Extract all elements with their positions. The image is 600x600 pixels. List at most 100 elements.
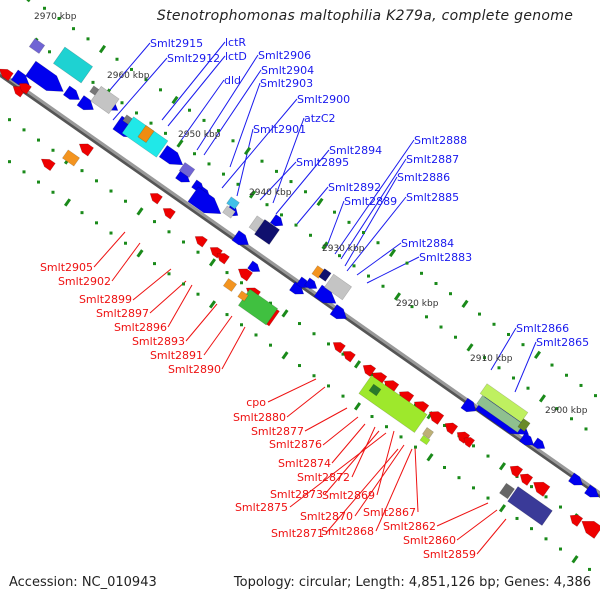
gene-label-reverse[interactable]: Smlt2880	[233, 411, 286, 424]
tick-mark	[240, 323, 243, 327]
tick-mark	[594, 394, 597, 398]
gene-label-forward[interactable]: Smlt2903	[260, 77, 313, 90]
gene-label-reverse[interactable]: Smlt2870	[300, 510, 353, 523]
tick-mark	[559, 505, 562, 509]
gene-label-reverse[interactable]: Smlt2876	[269, 438, 322, 451]
tick-mark	[478, 312, 481, 316]
tick-mark	[486, 454, 490, 458]
gene-label-forward[interactable]: Smlt2900	[297, 93, 350, 106]
gene-label-forward[interactable]: Smlt2901	[253, 123, 306, 136]
gene-label-reverse[interactable]: Smlt2872	[297, 471, 350, 484]
gene-label-reverse[interactable]: Smlt2859	[423, 548, 476, 561]
tick-mark	[454, 335, 457, 339]
tick-mark	[275, 169, 278, 173]
gene-label-reverse[interactable]: Smlt2871	[271, 527, 324, 540]
tick-mark	[260, 159, 264, 163]
tick-mark	[182, 282, 185, 286]
tick-mark	[269, 343, 272, 347]
gene-label-reverse[interactable]: Smlt2874	[278, 457, 331, 470]
forward-gene	[568, 472, 584, 486]
leader-line	[356, 242, 402, 276]
gene-label-forward[interactable]: atzC2	[304, 112, 336, 125]
gene-label-forward[interactable]: Smlt2892	[328, 181, 381, 194]
gene-label-forward[interactable]: Smlt2906	[258, 49, 311, 62]
leader-line	[351, 426, 376, 478]
gene-label-reverse[interactable]: Smlt2893	[132, 335, 185, 348]
gene-label-forward[interactable]: Smlt2888	[414, 134, 467, 147]
forward-gene	[269, 214, 284, 227]
reverse-gene	[149, 193, 163, 205]
leader-line	[326, 200, 345, 247]
tick-mark	[298, 364, 301, 368]
leader-line	[185, 303, 218, 342]
gene-label-forward[interactable]: lctD	[225, 50, 247, 63]
gene-label-reverse[interactable]: Smlt2875	[235, 501, 288, 514]
tick-mark	[353, 360, 362, 369]
tick-mark	[550, 363, 554, 367]
gene-block	[137, 124, 155, 144]
leader-line	[229, 82, 261, 168]
gene-label-reverse[interactable]: cpo	[246, 396, 266, 409]
gene-label-forward[interactable]: Smlt2912	[167, 52, 220, 65]
gene-block	[28, 38, 46, 54]
forward-gene	[158, 145, 184, 166]
tick-mark	[353, 402, 362, 411]
gene-label-reverse[interactable]: Smlt2897	[96, 307, 149, 320]
tick-mark	[37, 180, 40, 184]
gene-label-reverse[interactable]: Smlt2891	[150, 349, 203, 362]
gene-label-forward[interactable]: Smlt2889	[344, 195, 397, 208]
tick-mark	[22, 128, 26, 132]
gene-label-reverse[interactable]: Smlt2877	[251, 425, 304, 438]
gene-label-reverse[interactable]: Smlt2905	[40, 261, 93, 274]
gene-label-forward[interactable]: Smlt2865	[536, 336, 589, 349]
tick-mark	[188, 108, 191, 112]
gene-label-reverse[interactable]: Smlt2869	[322, 489, 375, 502]
gene-label-forward[interactable]: dld	[224, 74, 241, 87]
tick-mark	[269, 301, 272, 305]
gene-label-forward[interactable]: Smlt2915	[150, 37, 203, 50]
gene-label-reverse[interactable]: Smlt2896	[114, 321, 167, 334]
reverse-gene	[342, 351, 356, 363]
gene-label-forward[interactable]: lctR	[225, 36, 246, 49]
gene-label-forward[interactable]: Smlt2894	[329, 144, 382, 157]
gene-label-forward[interactable]: Smlt2885	[406, 191, 459, 204]
kbp-label: 2910 kbp	[470, 354, 513, 364]
gene-label-forward[interactable]: Smlt2884	[401, 237, 454, 250]
leader-line	[436, 502, 489, 527]
leader-line	[322, 416, 359, 446]
gene-label-forward[interactable]: Smlt2866	[516, 322, 569, 335]
tick-mark	[149, 121, 153, 125]
gene-label-forward[interactable]: Smlt2887	[406, 153, 459, 166]
tick-mark	[63, 198, 72, 207]
gene-block	[517, 418, 531, 432]
tick-mark	[217, 129, 220, 133]
gene-label-forward[interactable]: Smlt2904	[261, 64, 314, 77]
gene-label-reverse[interactable]: Smlt2890	[168, 363, 221, 376]
tick-mark	[48, 50, 51, 54]
leader-line	[514, 341, 537, 393]
gene-label-forward[interactable]: Smlt2895	[296, 156, 349, 169]
tick-mark	[225, 313, 229, 317]
tick-mark	[164, 131, 167, 135]
tick-mark	[399, 435, 403, 439]
reverse-gene	[332, 342, 346, 354]
reverse-gene	[581, 520, 600, 539]
gene-label-forward[interactable]: Smlt2886	[397, 171, 450, 184]
leader-line	[196, 54, 259, 151]
gene-label-reverse[interactable]: Smlt2902	[58, 275, 111, 288]
gene-label-reverse[interactable]: Smlt2860	[403, 534, 456, 547]
gene-label-reverse[interactable]: Smlt2873	[270, 488, 323, 501]
tick-mark	[497, 366, 501, 370]
tick-mark	[208, 258, 217, 267]
reverse-gene	[463, 437, 476, 448]
forward-gene	[231, 230, 249, 246]
forward-gene	[62, 85, 80, 100]
gene-label-reverse[interactable]: Smlt2867	[363, 506, 416, 519]
tick-mark	[565, 373, 568, 377]
forward-gene	[329, 304, 347, 320]
gene-label-reverse[interactable]: Smlt2868	[321, 525, 374, 538]
tick-mark	[555, 407, 559, 411]
gene-label-reverse[interactable]: Smlt2862	[383, 520, 436, 533]
gene-label-forward[interactable]: Smlt2883	[419, 251, 472, 264]
gene-label-reverse[interactable]: Smlt2899	[79, 293, 132, 306]
